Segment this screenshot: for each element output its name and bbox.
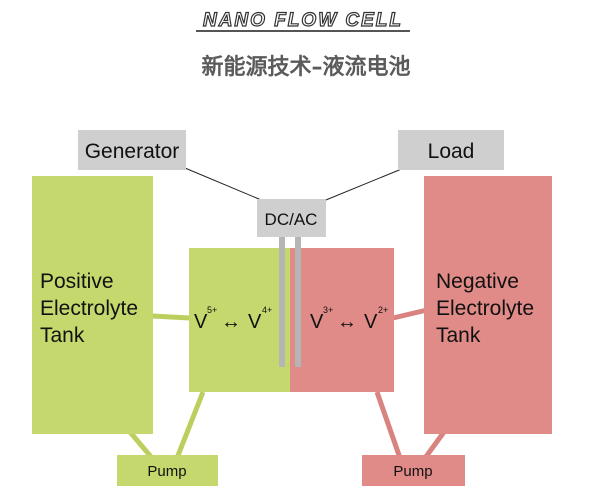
load-box (398, 130, 504, 170)
electrode-left (279, 237, 285, 367)
positive-reaction-sup1: 5+ (207, 305, 217, 315)
converter-node: DC/AC (257, 199, 326, 237)
wire-load-converter (320, 167, 405, 203)
logo-text: NANO FLOW CELL (203, 10, 403, 31)
negative-tank-box (424, 176, 552, 434)
pipe-negative-cell-tank (392, 307, 428, 321)
pipe-positive-tank-pump (128, 430, 154, 460)
positive-tank-label-line2: Electrolyte (40, 297, 138, 320)
negative-reaction: V 3+ ↔ V 2+ (310, 305, 388, 333)
positive-tank-box (32, 176, 153, 434)
pump-right-label: Pump (393, 463, 432, 480)
negative-reaction-sup1: 3+ (323, 305, 333, 315)
positive-reaction: V 5+ ↔ V 4+ (194, 305, 272, 333)
header: NANO FLOW CELL 新能源技术–液流电池 (196, 9, 411, 80)
pump-left-label: Pump (147, 463, 186, 480)
load-label: Load (428, 140, 475, 163)
positive-half-cell (189, 248, 290, 392)
subtitle: 新能源技术–液流电池 (201, 54, 410, 80)
wires (184, 167, 405, 203)
logo: NANO FLOW CELL (196, 9, 410, 32)
negative-reaction-arrow: ↔ (337, 311, 357, 333)
negative-tank-label-line2: Electrolyte (436, 297, 534, 320)
electrode-right (295, 237, 301, 367)
negative-tank: Negative Electrolyte Tank (424, 176, 552, 434)
pump-right-box (362, 455, 465, 486)
generator-box (78, 130, 186, 170)
positive-tank-label-line3: Tank (40, 324, 85, 347)
converter-box (257, 199, 326, 237)
positive-tank: Positive Electrolyte Tank (32, 176, 153, 434)
pipe-positive-tank-cell (151, 313, 191, 321)
negative-tank-label-line1: Negative (436, 270, 519, 293)
pipe-negative-tank-pump (422, 430, 447, 460)
positive-reaction-sup2: 4+ (262, 305, 272, 315)
generator-label: Generator (85, 140, 180, 163)
positive-tank-label-line1: Positive (40, 270, 114, 293)
pump-left-box (117, 455, 218, 486)
positive-tank-label: Positive Electrolyte Tank (40, 270, 144, 347)
negative-reaction-v1: V (310, 311, 324, 333)
pipes (128, 307, 447, 460)
cell: V 5+ ↔ V 4+ V 3+ ↔ V 2+ (189, 237, 394, 392)
wire-generator-converter (184, 167, 267, 203)
pump-left: Pump (117, 455, 218, 486)
converter-label: DC/AC (265, 210, 318, 229)
logo-underline (196, 30, 410, 32)
negative-reaction-v2: V (364, 311, 378, 333)
negative-reaction-sup2: 2+ (378, 305, 388, 315)
negative-tank-label: Negative Electrolyte Tank (436, 270, 540, 347)
negative-half-cell (290, 248, 394, 392)
load-node: Load (398, 130, 504, 170)
positive-reaction-v1: V (194, 311, 208, 333)
pipe-negative-cell-pump (374, 391, 403, 459)
positive-reaction-arrow: ↔ (221, 311, 241, 333)
positive-reaction-v2: V (248, 311, 262, 333)
pump-right: Pump (362, 455, 465, 486)
generator-node: Generator (78, 130, 186, 170)
negative-tank-label-line3: Tank (436, 324, 481, 347)
pipe-positive-cell-pump (174, 391, 206, 459)
